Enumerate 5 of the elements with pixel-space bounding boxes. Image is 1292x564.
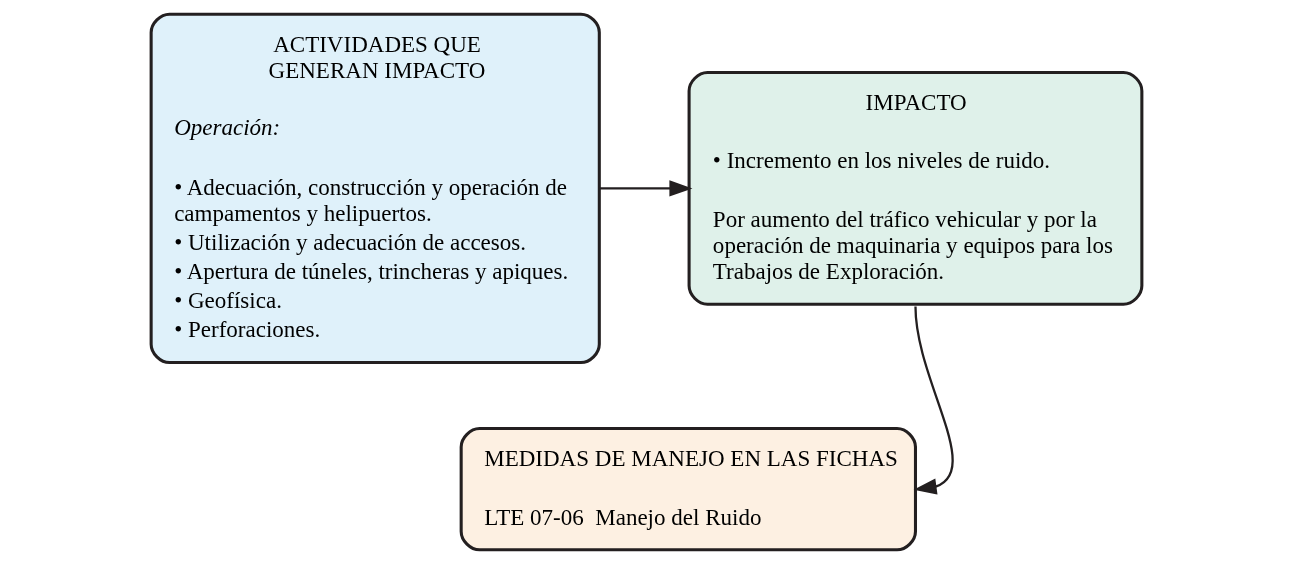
arrow bbox=[598, 180, 692, 197]
arrow bbox=[913, 306, 954, 495]
node-box: ACTIVIDADES QUE GENERAN IMPACTO Operación: • Adecuación, construcción y operación de campamentos y helipuertos. • Utilización y adecuación de accesos. • Apertura de túneles, trincheras y apiques. • Geofísica. • Perforaciones. bbox=[149, 12, 601, 365]
node-box: IMPACTO • Incremento en los niveles de ruido. Por aumento del tráfico vehicular y por la operación de maquinaria y equipos para los Trabajos de Exploración. bbox=[687, 70, 1143, 306]
node-box: MEDIDAS DE MANEJO EN LAS FICHAS LTE 07-06 Manejo del Ruido bbox=[459, 427, 917, 552]
